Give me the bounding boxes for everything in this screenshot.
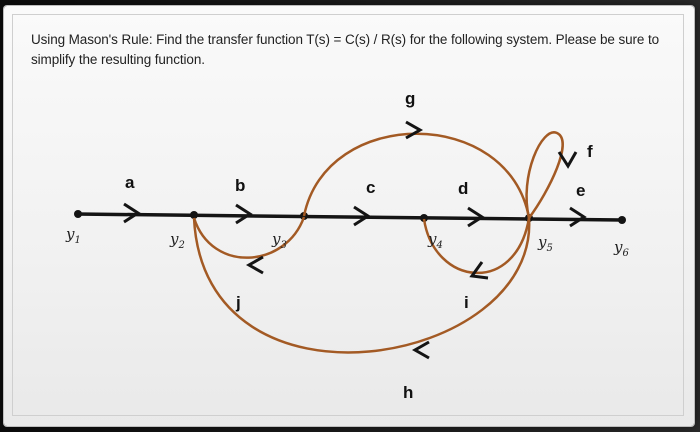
main-signal-line	[75, 212, 623, 222]
node-label-y1: y1	[65, 225, 81, 246]
node-dot-y6	[618, 216, 626, 224]
branch-arrow-h	[411, 340, 430, 360]
gain-label-j: j	[235, 293, 241, 312]
gain-label-c: c	[366, 178, 375, 197]
branch-g	[302, 132, 531, 219]
branch-arrow-i	[469, 261, 489, 280]
node-dot-y4	[420, 214, 428, 222]
branch-j	[192, 216, 306, 259]
node-dot-y2	[190, 211, 198, 219]
gain-label-b: b	[235, 176, 245, 195]
branch-arrow-b	[235, 203, 253, 225]
gain-label-e: e	[576, 181, 585, 200]
gain-label-i: i	[464, 293, 469, 312]
node-label-y5: y5	[537, 233, 553, 254]
gain-label-a: a	[125, 173, 135, 192]
gain-label-f: f	[587, 142, 593, 161]
node-label-y4: y4	[427, 230, 443, 251]
branch-arrow-g	[405, 120, 424, 140]
node-label-y6: y6	[613, 238, 629, 259]
signal-flow-graph: a b c d e f g h i j y1 y2 y3 y4 y5 y6	[65, 89, 629, 402]
branch-arrow-e	[569, 206, 587, 228]
question-text: Using Mason's Rule: Find the transfer fu…	[31, 32, 660, 67]
branch-arrow-f	[557, 151, 578, 169]
branch-arrow-j	[245, 255, 264, 275]
node-label-y3: y3	[271, 230, 287, 251]
gain-label-d: d	[458, 179, 468, 198]
gain-label-g: g	[405, 89, 415, 108]
branch-arrow-d	[467, 206, 485, 228]
screen: Using Mason's Rule: Find the transfer fu…	[4, 6, 694, 426]
gain-label-h: h	[403, 383, 413, 402]
branch-arrow-c	[353, 205, 371, 227]
branch-h	[192, 217, 531, 354]
branch-f	[525, 131, 564, 219]
branch-arrow-a	[123, 202, 141, 224]
node-dot-y1	[74, 210, 82, 218]
node-label-y2: y2	[169, 230, 185, 251]
